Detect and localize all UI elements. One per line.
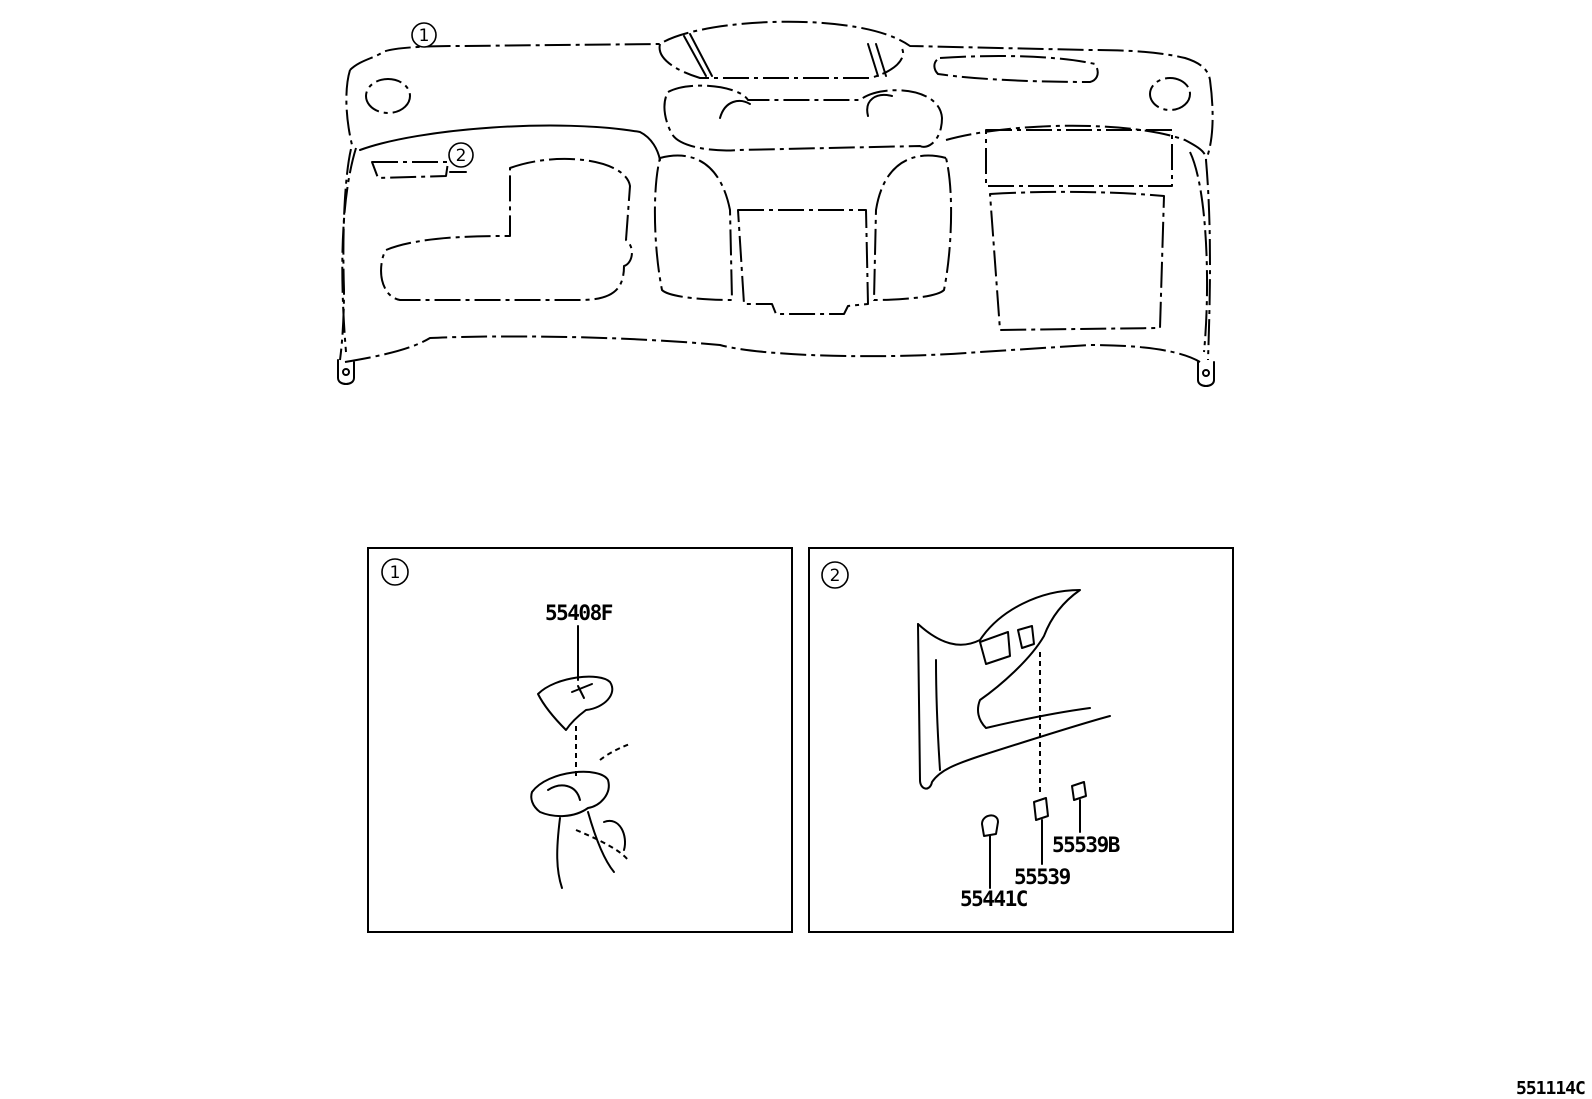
panel-1-label: 1 [381, 558, 409, 586]
speaker-receptacle [530, 770, 610, 818]
svg-text:2: 2 [456, 146, 467, 166]
clip-slot-left [979, 631, 1011, 665]
svg-text:2: 2 [830, 566, 841, 586]
detail-panel-1: 1 55408F [367, 547, 793, 933]
svg-text:1: 1 [390, 563, 401, 583]
panel-2-label: 2 [821, 561, 849, 589]
part-number-55441C: 55441C [960, 887, 1028, 911]
diagram-reference-code: 551114C [1516, 1078, 1585, 1099]
panel-section-edge [917, 589, 1091, 729]
part-number-55539: 55539 [1014, 865, 1071, 889]
detail-panel-1-frame [367, 547, 793, 933]
instrument-panel-overview [337, 20, 1215, 387]
clip-55441C [981, 814, 999, 837]
callout-2-marker: 2 [448, 142, 474, 173]
clip-slot-right [1017, 625, 1035, 649]
clip-55539B [1071, 781, 1087, 801]
svg-text:1: 1 [419, 26, 430, 46]
clip-55539 [1033, 797, 1049, 821]
detail-panel-2: 2 55539B 55539 55441C [808, 547, 1234, 933]
callout-1-marker: 1 [411, 22, 437, 48]
detail-panel-2-frame [808, 547, 1234, 933]
part-number-55539B: 55539B [1052, 833, 1120, 857]
part-number-55408F: 55408F [545, 601, 613, 625]
speaker-cover-part [537, 675, 614, 731]
